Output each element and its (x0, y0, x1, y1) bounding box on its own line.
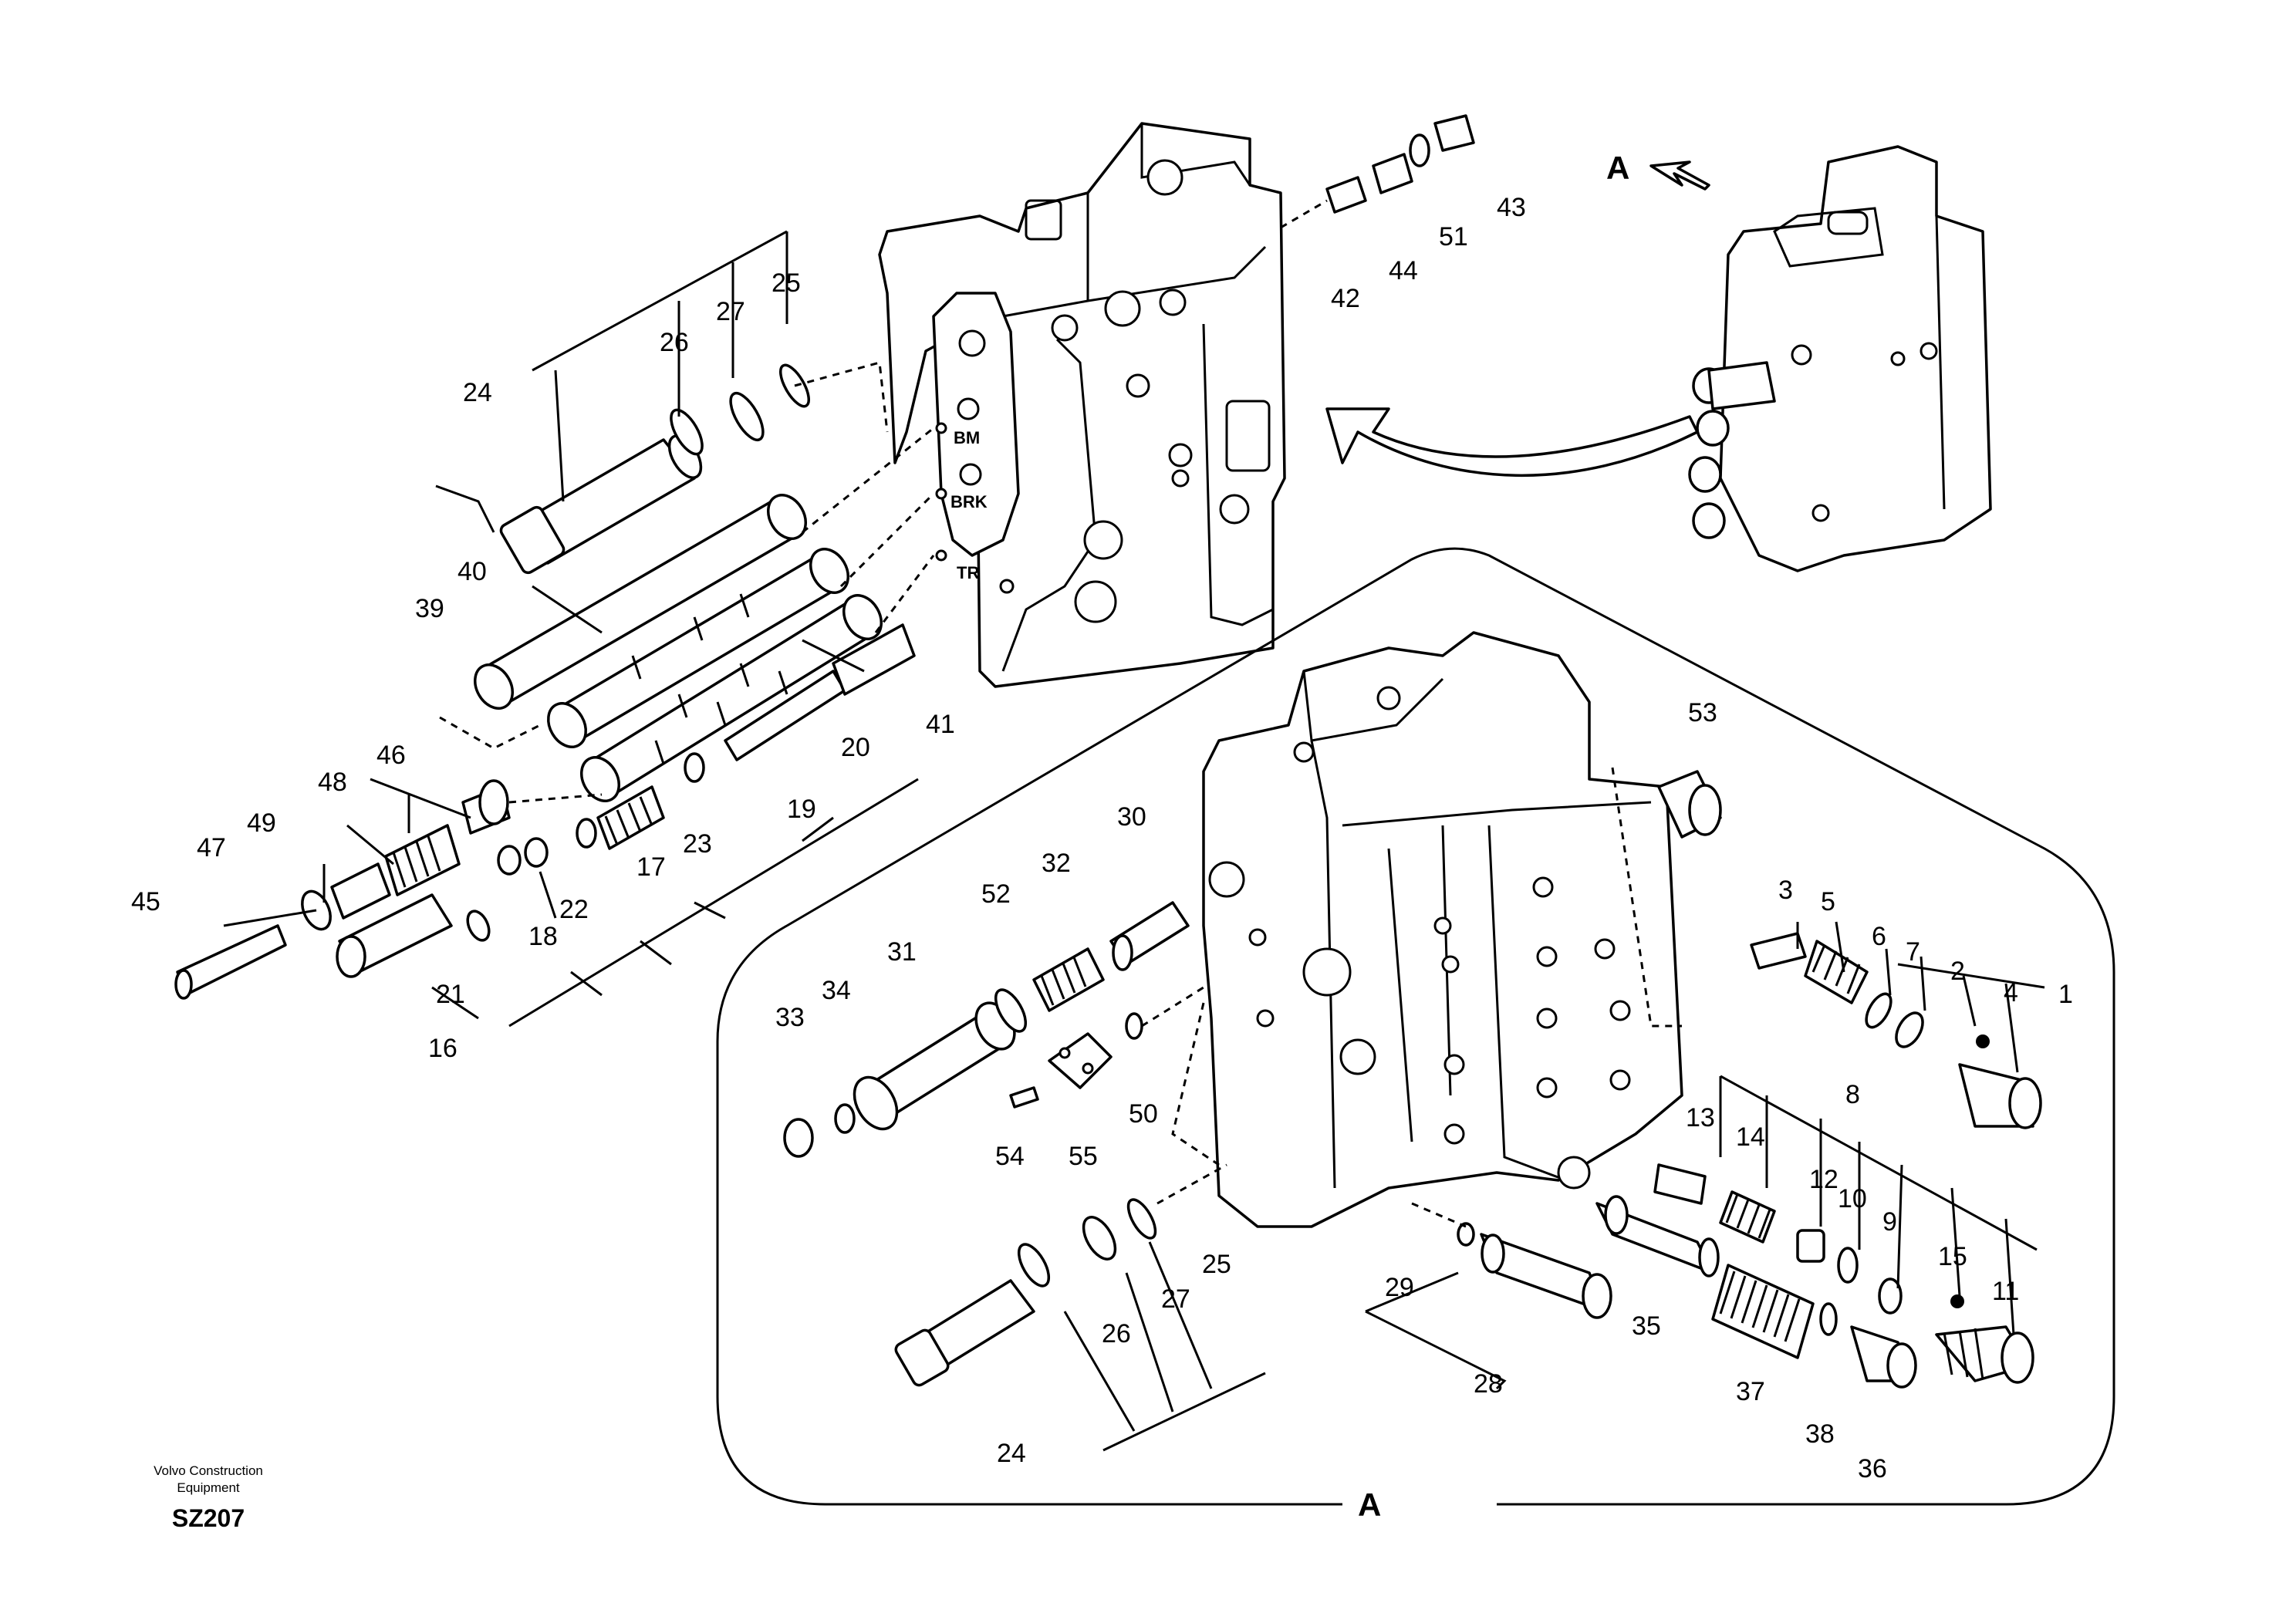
callout-18: 18 (528, 922, 558, 951)
callout-20: 20 (841, 733, 870, 762)
callout-38: 38 (1805, 1419, 1835, 1449)
callout-numbers: 1 2 3 4 5 6 7 8 9 10 11 12 13 14 15 16 1… (131, 193, 2073, 1483)
callout-4: 4 (2004, 978, 2018, 1007)
port-label-tr: TR (957, 563, 979, 582)
spool-end-parts (174, 623, 916, 1000)
view-marker-a-bottom: A (1358, 1487, 1381, 1523)
callout-29: 29 (1385, 1273, 1414, 1302)
drawing-code: SZ207 (171, 1504, 245, 1532)
callout-55: 55 (1069, 1142, 1098, 1171)
callout-14: 14 (1736, 1122, 1765, 1152)
callout-41: 41 (926, 710, 955, 739)
callout-23: 23 (683, 829, 712, 859)
callout-16: 16 (428, 1034, 458, 1063)
callout-42: 42 (1331, 284, 1360, 313)
callout-40: 40 (458, 557, 487, 586)
callout-44: 44 (1389, 256, 1418, 285)
callout-35: 35 (1632, 1311, 1661, 1341)
callout-53: 53 (1688, 698, 1717, 727)
callout-25-detail: 25 (1202, 1250, 1231, 1279)
callout-10: 10 (1838, 1184, 1867, 1213)
callout-45: 45 (131, 887, 160, 916)
control-valve-view-a: A (1606, 145, 1992, 572)
callout-37: 37 (1736, 1377, 1765, 1406)
callout-46: 46 (376, 741, 406, 770)
callout-33: 33 (775, 1003, 805, 1032)
control-valve-body-detail (1171, 631, 1683, 1228)
callout-19: 19 (787, 795, 816, 824)
callout-54: 54 (995, 1142, 1025, 1171)
callout-26-detail: 26 (1102, 1319, 1131, 1348)
callout-24-detail: 24 (997, 1439, 1026, 1468)
callout-49: 49 (247, 808, 276, 838)
callout-25: 25 (772, 268, 801, 298)
callout-47: 47 (197, 833, 226, 862)
callout-31: 31 (887, 937, 917, 967)
curved-view-arrow (1325, 407, 1699, 477)
callout-27-detail: 27 (1161, 1284, 1190, 1314)
callout-39: 39 (415, 594, 444, 623)
callout-51: 51 (1439, 222, 1468, 251)
view-marker-a-top: A (1606, 150, 1629, 186)
check-valve-parts-top (1280, 114, 1475, 229)
callout-21: 21 (436, 980, 465, 1009)
port-label-bm: BM (954, 428, 980, 447)
callout-50: 50 (1129, 1099, 1158, 1129)
callout-7: 7 (1906, 937, 1920, 967)
manufacturer-line-1: Volvo Construction (154, 1463, 263, 1478)
callout-52: 52 (981, 879, 1011, 909)
callout-5: 5 (1821, 887, 1835, 916)
callout-32: 32 (1042, 849, 1071, 878)
leader-lines (223, 230, 2045, 1452)
port-label-brk: BRK (950, 492, 988, 511)
callout-30: 30 (1117, 802, 1146, 832)
callout-36: 36 (1858, 1454, 1887, 1483)
callout-11: 11 (1992, 1277, 2019, 1306)
relief-valve-24-upper (499, 363, 810, 575)
detail-a-parts (783, 770, 2042, 1389)
callout-26: 26 (660, 328, 689, 357)
spool-group (474, 494, 883, 802)
callout-17: 17 (636, 852, 666, 882)
manufacturer-line-2: Equipment (177, 1480, 240, 1495)
callout-6: 6 (1872, 922, 1886, 951)
drawing-caption: Volvo Construction Equipment SZ207 (116, 1463, 301, 1533)
callout-48: 48 (318, 768, 347, 797)
callout-2: 2 (1950, 957, 1965, 986)
callout-34: 34 (822, 976, 851, 1005)
callout-3: 3 (1778, 876, 1793, 905)
callout-43: 43 (1497, 193, 1526, 222)
callout-1: 1 (2058, 980, 2073, 1009)
detail-a-frame (716, 547, 2115, 1506)
control-valve-body: BM BRK TR (878, 122, 1286, 688)
callout-22: 22 (559, 895, 589, 924)
callout-13: 13 (1686, 1103, 1715, 1132)
callout-24: 24 (463, 378, 492, 407)
callout-9: 9 (1882, 1207, 1897, 1237)
callout-8: 8 (1845, 1080, 1860, 1109)
callout-12: 12 (1809, 1165, 1838, 1194)
callout-27: 27 (716, 297, 745, 326)
callout-15: 15 (1938, 1242, 1967, 1271)
callout-28: 28 (1474, 1369, 1503, 1399)
